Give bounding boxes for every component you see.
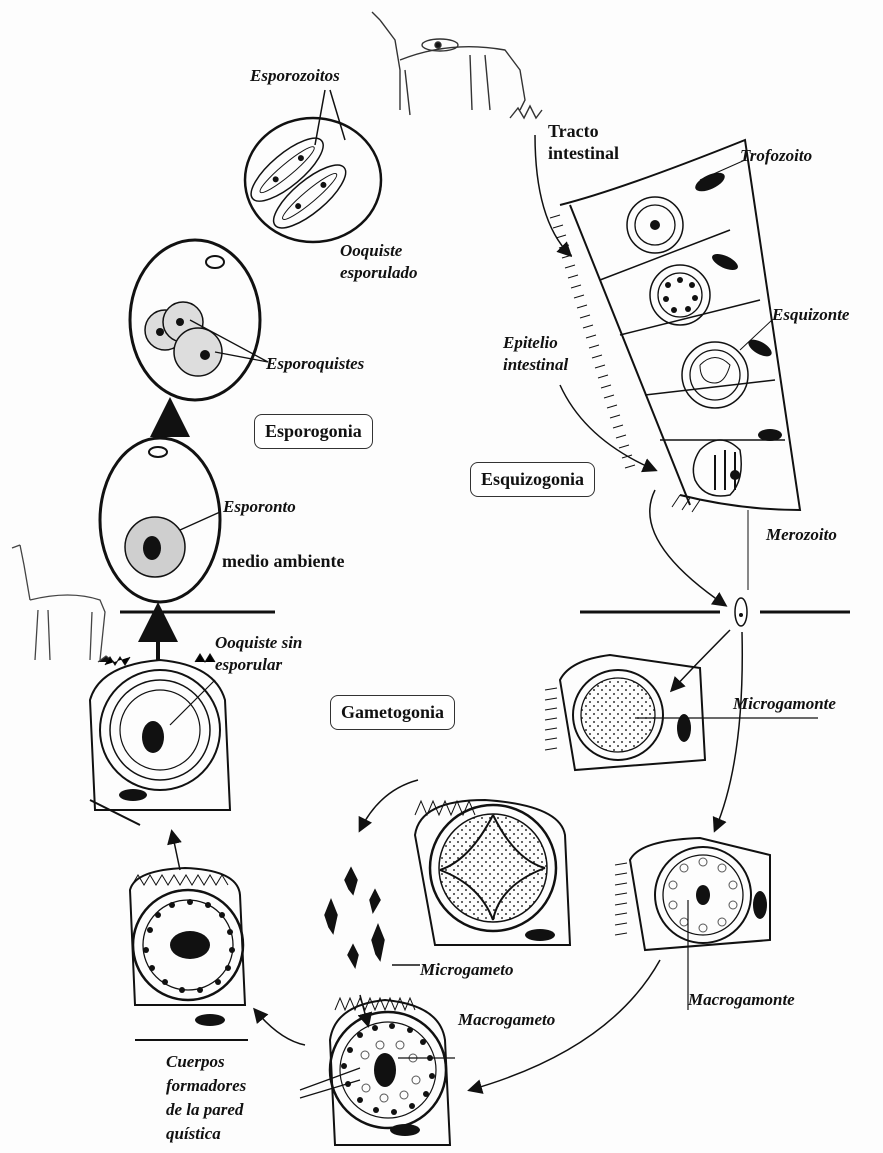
label-trofozoito: Trofozoito: [740, 146, 812, 166]
label-esporoquistes: Esporoquistes: [266, 354, 364, 374]
label-esporonto: Esporonto: [223, 497, 296, 517]
label-microgameto: Microgameto: [420, 960, 514, 980]
label-macrogameto: Macrogameto: [458, 1010, 555, 1030]
label-microgamonte: Microgamonte: [733, 694, 836, 714]
label-ooquiste-sin-esporular: Ooquiste sin esporular: [215, 632, 302, 676]
microgamont-dividing-cell: [360, 780, 570, 945]
intestinal-epithelium: [550, 140, 800, 512]
zygote-cell-left: [130, 868, 248, 1040]
label-medio-ambiente: medio ambiente: [222, 551, 344, 572]
unsporulated-oocyst-cell: [90, 654, 230, 825]
label-epitelio-intestinal: Epitelio intestinal: [503, 332, 568, 376]
label-tracto-intestinal: Tracto intestinal: [548, 120, 619, 164]
standing-llama-icon: [12, 545, 114, 662]
label-esporozoitos: Esporozoitos: [250, 66, 340, 86]
macrogamete-cell: [300, 998, 455, 1145]
label-merozoito: Merozoito: [766, 525, 837, 545]
label-macrogamonte: Macrogamonte: [688, 990, 795, 1010]
macrogamont-cell: [615, 838, 770, 1010]
box-esporogonia: Esporogonia: [254, 414, 373, 449]
label-esquizonte: Esquizonte: [772, 305, 849, 325]
oocyst-with-sporocysts: [130, 240, 268, 400]
merozoite-cell: [735, 598, 747, 626]
box-esquizogonia: Esquizogonia: [470, 462, 595, 497]
box-gametogonia: Gametogonia: [330, 695, 455, 730]
label-cuerpos-formadores: Cuerpos formadores de la pared quística: [166, 1050, 246, 1146]
sporont-oocyst: [100, 438, 220, 602]
grazing-camelid-icon: [372, 12, 542, 118]
label-ooquiste-esporulado: Ooquiste esporulado: [340, 240, 417, 284]
sporulated-oocyst: [242, 90, 381, 242]
